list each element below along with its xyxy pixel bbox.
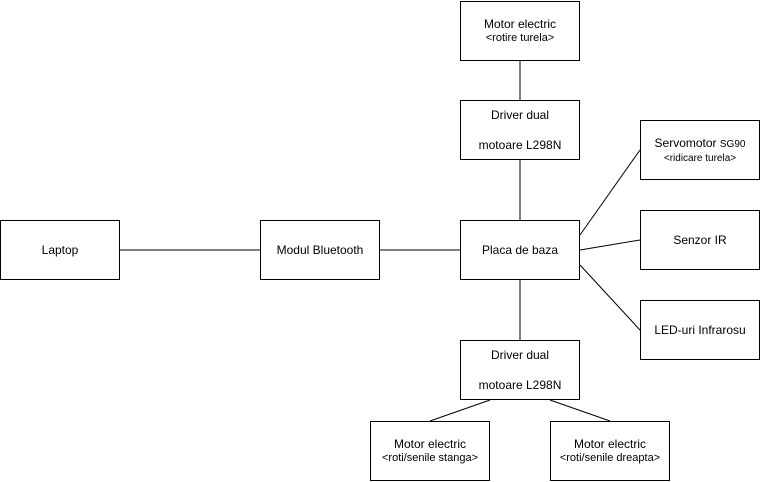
node-motor-turela: Motor electric <rotire turela> <box>460 1 580 61</box>
node-led-label: LED-uri Infrarosu <box>654 322 746 337</box>
node-servomotor-title-model: SG90 <box>719 138 746 150</box>
node-bluetooth: Modul Bluetooth <box>260 220 380 280</box>
node-senzor: Senzor IR <box>640 210 760 270</box>
node-laptop: Laptop <box>0 220 120 280</box>
node-led: LED-uri Infrarosu <box>640 300 760 360</box>
node-placa-label: Placa de baza <box>481 242 559 257</box>
edge-driver-bottom-dreapta <box>549 399 611 422</box>
node-motor-dreapta-title: Motor electric <box>573 437 647 451</box>
node-motor-stanga: Motor electric <roti/senile stanga> <box>370 421 490 481</box>
node-bluetooth-label: Modul Bluetooth <box>276 242 364 257</box>
node-motor-dreapta-subtitle: <roti/senile dreapta> <box>559 452 661 464</box>
node-driver-bottom: Driver dual motoare L298N <box>460 340 580 400</box>
node-servomotor-title: Servomotor SG90 <box>655 136 746 152</box>
edge-driver-bottom-stanga <box>429 399 491 422</box>
node-servomotor-title-main: Servomotor <box>654 135 720 150</box>
node-driver-top: Driver dual motoare L298N <box>460 100 580 160</box>
node-servomotor-subtitle: <ridicare turela> <box>663 152 737 164</box>
node-motor-dreapta: Motor electric <roti/senile dreapta> <box>550 421 670 481</box>
node-driver-top-line1: Driver dual <box>490 108 550 122</box>
edge-placa-servo <box>579 149 641 236</box>
node-laptop-label: Laptop <box>41 242 79 257</box>
node-placa: Placa de baza <box>460 220 580 280</box>
node-senzor-label: Senzor IR <box>673 232 727 247</box>
node-driver-bottom-line1: Driver dual <box>490 348 550 362</box>
node-motor-turela-title: Motor electric <box>483 17 557 31</box>
node-driver-bottom-line2: motoare L298N <box>478 378 562 392</box>
node-motor-stanga-title: Motor electric <box>393 437 467 451</box>
node-motor-stanga-subtitle: <roti/senile stanga> <box>381 452 478 464</box>
edge-placa-led <box>579 264 641 331</box>
node-motor-turela-subtitle: <rotire turela> <box>485 32 555 44</box>
node-servomotor: Servomotor SG90 <ridicare turela> <box>640 120 760 180</box>
edge-placa-senzor <box>579 239 641 251</box>
node-driver-top-line2: motoare L298N <box>478 138 562 152</box>
